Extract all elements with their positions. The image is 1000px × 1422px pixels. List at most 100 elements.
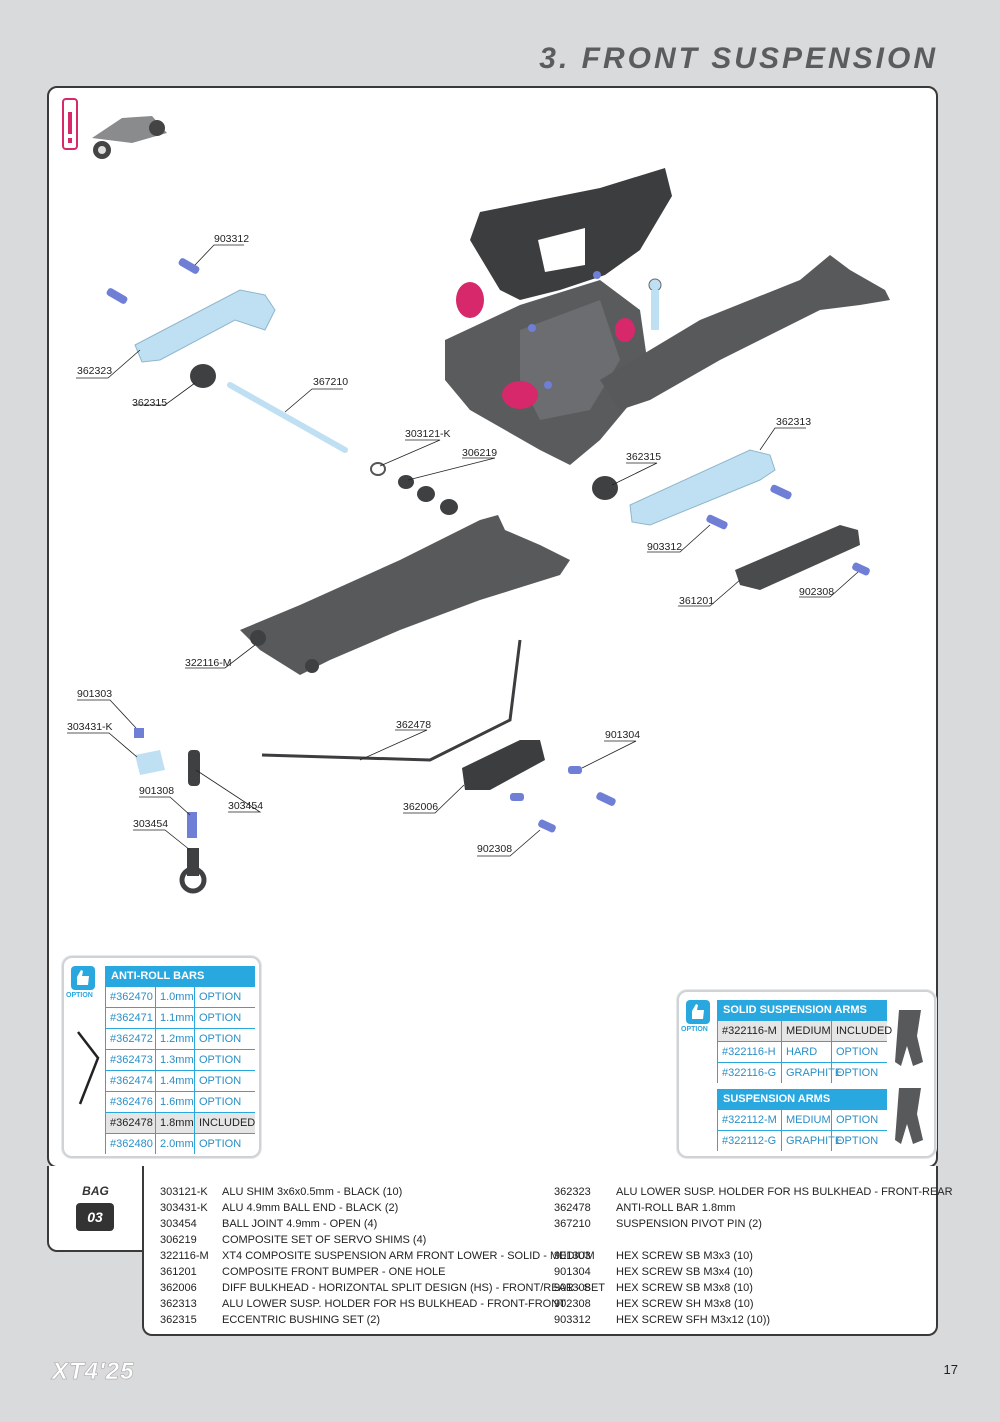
- option-thumb-icon: OPTION: [681, 1000, 717, 1033]
- status: OPTION: [194, 1008, 255, 1028]
- part-number: #362471: [105, 1008, 155, 1028]
- section-title: 3. FRONT SUSPENSION: [539, 42, 938, 75]
- parts-list-item: [554, 1232, 953, 1248]
- part-code: 901303: [554, 1250, 591, 1262]
- part-description: XT4 COMPOSITE SUSPENSION ARM FRONT LOWER…: [222, 1250, 595, 1262]
- front-arm-illustration: [240, 515, 570, 675]
- holder-362313-illustration: [629, 449, 776, 526]
- part-code: 902308: [554, 1298, 591, 1310]
- part-number: #362473: [105, 1050, 155, 1070]
- arm-type: MEDIUM: [781, 1021, 831, 1041]
- part-description: HEX SCREW SFH M3x12 (10)): [616, 1314, 771, 1326]
- shock-tower-illustration: [470, 168, 672, 300]
- bag-indicator: BAG 03: [47, 1166, 142, 1252]
- part-number: #362476: [105, 1092, 155, 1112]
- parts-list-item: 901308 HEX SCREW SB M3x8 (10): [554, 1280, 953, 1296]
- warning-car-icon: [62, 98, 167, 159]
- roll-bar-holder-illustration: [462, 740, 545, 790]
- bar-size: 1.8mm: [155, 1113, 194, 1133]
- status: OPTION: [194, 1071, 255, 1091]
- bar-size: 1.1mm: [155, 1008, 194, 1028]
- status: OPTION: [194, 1050, 255, 1070]
- callout-362313: 362313: [776, 416, 812, 428]
- part-number: #322116-H: [717, 1042, 781, 1062]
- bumper-illustration: [735, 525, 860, 590]
- part-description: HEX SCREW SB M3x3 (10): [616, 1250, 753, 1262]
- status: OPTION: [831, 1063, 887, 1083]
- parts-list-item: 362315 ECCENTRIC BUSHING SET (2): [160, 1312, 605, 1328]
- bar-size: 1.6mm: [155, 1092, 194, 1112]
- anti-roll-title: ANTI-ROLL BARS: [105, 966, 255, 986]
- part-description: ALU LOWER SUSP. HOLDER FOR HS BULKHEAD -…: [222, 1298, 566, 1310]
- option-thumb-icon: OPTION: [66, 966, 102, 999]
- part-number: #362480: [105, 1134, 155, 1154]
- part-description: ANTI-ROLL BAR 1.8mm: [616, 1202, 736, 1214]
- status: OPTION: [831, 1042, 887, 1062]
- callout-903312: 903312: [214, 233, 250, 245]
- bar-size: 1.2mm: [155, 1029, 194, 1049]
- part-code: 362006: [160, 1282, 197, 1294]
- part-description: HEX SCREW SB M3x8 (10): [616, 1282, 753, 1294]
- part-code: 362315: [160, 1314, 197, 1326]
- parts-list-item: 303431-K ALU 4.9mm BALL END - BLACK (2): [160, 1200, 605, 1216]
- callout-361201: 361201: [679, 595, 715, 607]
- part-code: 303431-K: [160, 1202, 208, 1214]
- parts-list-item: 362313 ALU LOWER SUSP. HOLDER FOR HS BULK…: [160, 1296, 605, 1312]
- callout-367210: 367210: [313, 376, 349, 388]
- status: OPTION: [194, 1092, 255, 1112]
- part-code: 901308: [554, 1282, 591, 1294]
- part-number: #322116-G: [717, 1063, 781, 1083]
- part-description: ALU LOWER SUSP. HOLDER FOR HS BULKHEAD -…: [616, 1186, 953, 1198]
- part-code: 362313: [160, 1298, 197, 1310]
- callout-362323: 362323: [77, 365, 113, 377]
- part-description: ALU SHIM 3x6x0.5mm - BLACK (10): [222, 1186, 403, 1198]
- callout-303431-k: 303431-K: [67, 721, 113, 733]
- bar-size: 1.0mm: [155, 987, 194, 1007]
- part-number: #362470: [105, 987, 155, 1007]
- callout-362315: 362315: [626, 451, 662, 463]
- parts-list-item: 901303 HEX SCREW SB M3x3 (10): [554, 1248, 953, 1264]
- part-number: #322112-G: [717, 1131, 781, 1151]
- part-code: 901304: [554, 1266, 591, 1278]
- callout-362315: 362315: [132, 397, 168, 409]
- part-number: #362478: [105, 1113, 155, 1133]
- anti-roll-bar-icon: [77, 1031, 100, 1105]
- part-description: SUSPENSION PIVOT PIN (2): [616, 1218, 762, 1230]
- callout-303121-k: 303121-K: [405, 428, 451, 440]
- part-description: COMPOSITE FRONT BUMPER - ONE HOLE: [222, 1266, 446, 1278]
- bar-size: 2.0mm: [155, 1134, 194, 1154]
- callout-322116-m: 322116-M: [185, 657, 232, 669]
- rear-arm-illustration: [600, 255, 890, 410]
- part-description: ECCENTRIC BUSHING SET (2): [222, 1314, 381, 1326]
- part-number: #362474: [105, 1071, 155, 1091]
- part-description: HEX SCREW SB M3x4 (10): [616, 1266, 753, 1278]
- status: OPTION: [194, 1134, 255, 1154]
- part-description: ALU 4.9mm BALL END - BLACK (2): [222, 1202, 399, 1214]
- exploded-diagram: [67, 168, 890, 894]
- parts-list-item: 901304 HEX SCREW SB M3x4 (10): [554, 1264, 953, 1280]
- arm-type: GRAPHITE: [781, 1131, 842, 1151]
- page-number: 17: [943, 1362, 958, 1377]
- status: INCLUDED: [194, 1113, 255, 1133]
- callout-902308: 902308: [477, 843, 513, 855]
- arm-type: HARD: [781, 1042, 831, 1062]
- status: OPTION: [831, 1110, 887, 1130]
- callout-902308: 902308: [799, 586, 835, 598]
